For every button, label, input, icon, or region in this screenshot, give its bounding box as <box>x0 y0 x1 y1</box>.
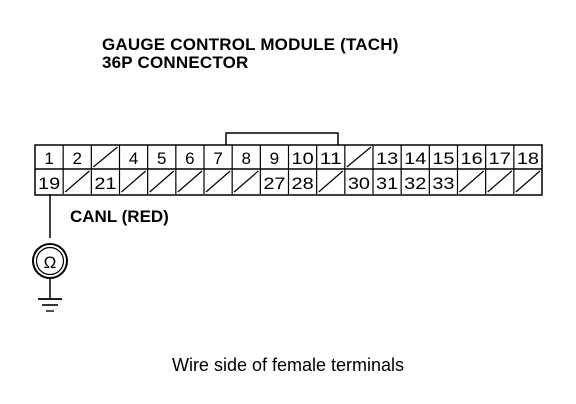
ground-icon <box>38 298 62 312</box>
terminal-28: 28 <box>292 174 314 193</box>
empty-cavity-slash <box>346 146 372 168</box>
terminal-7: 7 <box>213 149 222 168</box>
terminal-31: 31 <box>376 174 398 193</box>
empty-cavity-slash <box>233 170 259 193</box>
terminal-2: 2 <box>73 149 82 168</box>
terminal-21: 21 <box>94 174 116 193</box>
ohmmeter-icon: Ω <box>32 243 68 279</box>
terminal-4: 4 <box>129 149 138 168</box>
terminal-19: 19 <box>38 174 60 193</box>
terminal-1: 1 <box>44 149 53 168</box>
terminal-15: 15 <box>432 149 454 168</box>
empty-cavity-slash <box>149 170 175 193</box>
terminal-8: 8 <box>242 149 251 168</box>
diagram-title-line2: 36P CONNECTOR <box>102 53 249 72</box>
terminal-14: 14 <box>404 149 426 168</box>
terminal-6: 6 <box>185 149 194 168</box>
terminal-17: 17 <box>489 149 511 168</box>
terminal-32: 32 <box>404 174 426 193</box>
empty-cavity-slash <box>205 170 231 193</box>
terminal-5: 5 <box>157 149 166 168</box>
terminal-9: 9 <box>270 149 279 168</box>
terminal-18: 18 <box>517 149 539 168</box>
terminal-33: 33 <box>432 174 454 193</box>
empty-cavity-slash <box>121 170 147 193</box>
terminal-30: 30 <box>348 174 370 193</box>
terminal-16: 16 <box>461 149 483 168</box>
wire-label: CANL (RED) <box>70 207 169 226</box>
connector-lock-tab <box>225 132 339 145</box>
terminal-13: 13 <box>376 149 398 168</box>
empty-cavity-slash <box>459 170 485 193</box>
empty-cavity-slash <box>487 170 513 193</box>
empty-cavity-slash <box>515 170 541 193</box>
ohm-symbol: Ω <box>44 253 57 272</box>
empty-cavity-slash <box>177 170 203 193</box>
empty-cavity-slash <box>318 170 344 193</box>
terminal-11: 11 <box>320 149 342 168</box>
connector-bottom-row: 19 21 27 28 30 31 32 33 <box>38 169 541 194</box>
diagram-title-line1: GAUGE CONTROL MODULE (TACH) <box>102 35 399 54</box>
empty-cavity-slash <box>92 146 118 168</box>
diagram-caption: Wire side of female terminals <box>171 355 405 375</box>
empty-cavity-slash <box>64 170 90 193</box>
terminal-27: 27 <box>263 174 285 193</box>
terminal-10: 10 <box>292 149 314 168</box>
